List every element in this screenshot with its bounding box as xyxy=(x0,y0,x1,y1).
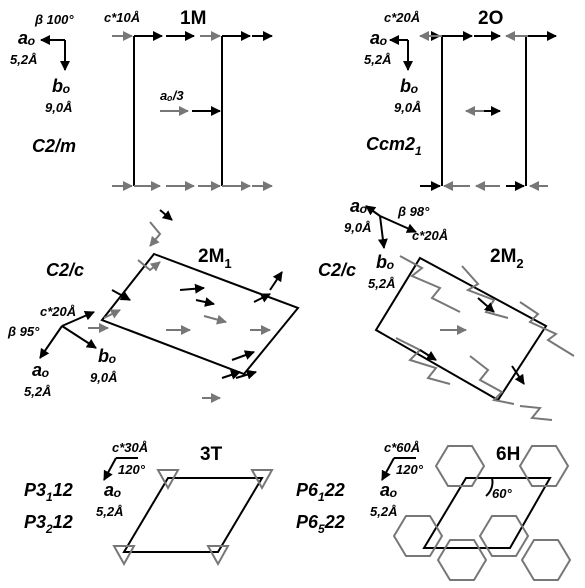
c-axis-arrow xyxy=(379,215,417,233)
a-length-label: 5,2Å xyxy=(370,504,397,519)
stacking-chain xyxy=(399,255,461,313)
a-axis-arrow xyxy=(39,325,63,359)
panel-title: 3T xyxy=(200,444,223,465)
c-axis-label: c*60Å xyxy=(384,440,420,455)
b-length-label: 9,0Å xyxy=(394,100,421,115)
c-axis-label: c*20Å xyxy=(40,304,76,319)
stacking-chain xyxy=(469,355,515,405)
inner-angle-label: 60° xyxy=(492,486,512,501)
a-length-label: 5,2Å xyxy=(364,52,391,67)
sixfold-screw xyxy=(436,539,488,581)
angle-arc xyxy=(485,477,494,497)
beta-angle-label: β 98° xyxy=(397,204,430,219)
threefold-screw xyxy=(112,545,136,567)
a-axis-arrow xyxy=(103,457,117,481)
panel-2o: c*20Å 2O aₒ 5,2Å bₒ 9,0Å Ccm21 xyxy=(364,8,557,191)
layer-vector xyxy=(159,209,173,221)
a-axis-label: aₒ xyxy=(370,28,388,48)
a-length-label: 5,2Å xyxy=(24,384,51,399)
sixfold-screw xyxy=(434,445,486,487)
b-axis-label: bₒ xyxy=(376,252,395,272)
layer-vector xyxy=(269,271,283,291)
b-axis-arrow xyxy=(61,325,97,349)
space-group-label: C2/c xyxy=(318,260,356,280)
layer-vector xyxy=(511,365,525,385)
threefold-screw xyxy=(206,545,230,567)
c-axis-label: c*20Å xyxy=(412,228,448,243)
panel-2m2: 2M2 aₒ 9,0Å β 98° c*20Å C2/c bₒ 5,2Å xyxy=(318,196,575,421)
stacking-chain xyxy=(519,405,553,421)
stacking-chain xyxy=(519,301,575,357)
a-axis-label: aₒ xyxy=(32,360,50,380)
layer-vector xyxy=(203,314,227,325)
shift-label: aₒ/3 xyxy=(160,88,184,103)
stacking-chain xyxy=(149,221,162,247)
a-axis-label: aₒ xyxy=(18,28,36,48)
angle-label: 120° xyxy=(396,462,424,477)
c-axis-label: c*20Å xyxy=(384,10,420,25)
unit-cell xyxy=(100,252,300,376)
sixfold-screw xyxy=(478,515,530,557)
stacking-chain xyxy=(395,337,451,385)
threefold-screw xyxy=(250,469,274,491)
space-group-label-2: P6522 xyxy=(296,512,345,536)
a-axis-label: aₒ xyxy=(350,196,368,216)
panel-title: 2O xyxy=(478,8,503,29)
layer-vector xyxy=(195,297,215,307)
a-axis-label: aₒ xyxy=(104,480,122,500)
space-group-label-2: P3212 xyxy=(24,512,73,536)
panel-2m1: 2M1 C2/c c*20Å β 95° bₒ 9,0Å aₒ 5,2Å xyxy=(7,209,300,403)
sixfold-screw xyxy=(520,539,572,581)
layer-vector xyxy=(477,297,495,313)
b-length-label: 5,2Å xyxy=(368,276,395,291)
layer-vector xyxy=(253,293,271,303)
beta-angle-label: β 100° xyxy=(34,12,74,27)
space-group-label-1: P6122 xyxy=(296,480,345,504)
layer-vector xyxy=(221,370,241,380)
c-axis-label: c*30Å xyxy=(112,440,148,455)
sixfold-screw xyxy=(518,445,570,487)
b-axis-label: bₒ xyxy=(400,76,419,96)
b-axis-label: bₒ xyxy=(98,346,117,366)
beta-angle-label: β 95° xyxy=(7,324,40,339)
unit-cell xyxy=(122,477,264,553)
a-length-label: 5,2Å xyxy=(10,52,37,67)
space-group-label: C2/c xyxy=(46,260,84,280)
a-axis-label: aₒ xyxy=(380,480,398,500)
space-group-label: Ccm21 xyxy=(366,134,422,158)
stacking-chain xyxy=(461,265,509,319)
panel-1m: β 100° aₒ 5,2Å bₒ 9,0Å C2/m c*10Å 1M aₒ/… xyxy=(10,8,273,191)
c-axis-label: c*10Å xyxy=(104,10,140,25)
space-group-label: C2/m xyxy=(32,136,76,156)
stacking-chain xyxy=(137,259,161,272)
layer-vector xyxy=(103,309,121,319)
b-length-label: 9,0Å xyxy=(45,100,72,115)
layer-vector xyxy=(419,349,437,361)
layer-vector xyxy=(111,289,131,301)
sixfold-screw xyxy=(392,515,444,557)
threefold-screw xyxy=(156,469,180,491)
a-length-label: 5,2Å xyxy=(96,504,123,519)
panel-title: 2M2 xyxy=(490,246,524,271)
space-group-label-1: P3112 xyxy=(24,480,73,504)
a-length-label: 9,0Å xyxy=(344,220,371,235)
panel-3t: c*30Å 3T 120° aₒ 5,2Å P3112 P3212 xyxy=(24,440,274,567)
panel-title: 1M xyxy=(180,8,206,29)
layer-vector xyxy=(231,350,255,361)
panel-6h: c*60Å 6H 120° aₒ 5,2Å P6122 P6522 60° xyxy=(296,440,572,581)
c-axis-arrow xyxy=(61,311,95,327)
angle-label: 120° xyxy=(118,462,146,477)
unit-cell xyxy=(422,477,552,549)
b-axis-arrow xyxy=(377,215,388,249)
a-axis-arrow xyxy=(365,205,381,217)
layer-vector xyxy=(179,283,205,294)
a-axis-arrow xyxy=(381,457,395,481)
panel-title: 2M1 xyxy=(198,246,232,271)
b-axis-label: bₒ xyxy=(52,76,71,96)
b-length-label: 9,0Å xyxy=(90,370,117,385)
panel-title: 6H xyxy=(496,444,520,465)
